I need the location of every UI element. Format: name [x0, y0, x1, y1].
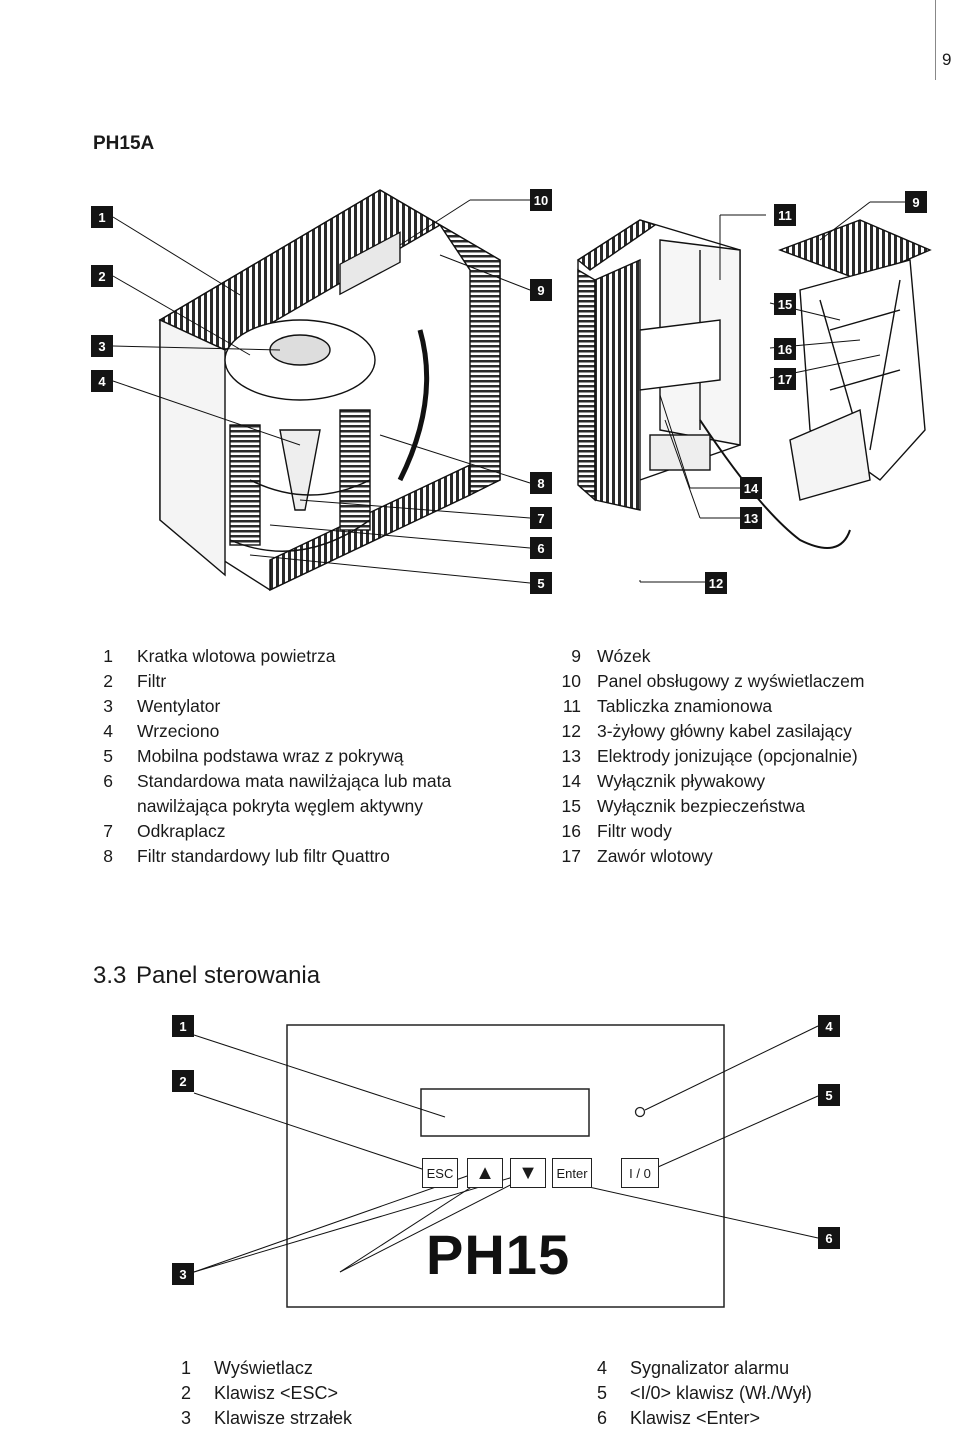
legend-item: 5<I/0> klawisz (Wł./Wył): [597, 1383, 812, 1403]
callout-5: 5: [530, 572, 552, 594]
page-number: 9: [942, 50, 952, 69]
callout-14: 14: [740, 477, 762, 499]
callout-3: 3: [91, 335, 113, 357]
callout-4: 4: [91, 370, 113, 392]
callout-7: 7: [530, 507, 552, 529]
panel-callout-1: 1: [172, 1015, 194, 1037]
section-title: Panel sterowania: [136, 962, 321, 989]
panel-callout-2: 2: [172, 1070, 194, 1092]
callout-9-left: 9: [530, 279, 552, 301]
model-heading: PH15A: [93, 133, 155, 154]
humidifier-side-view: [576, 219, 932, 549]
panel-logo: PH15: [426, 1223, 571, 1286]
panel-callout-6: 6: [818, 1227, 840, 1249]
callout-11: 11: [774, 204, 796, 226]
callout-10: 10: [530, 189, 552, 211]
section-number: 3.3: [93, 962, 127, 989]
callout-8: 8: [530, 472, 552, 494]
page-divider: [935, 0, 936, 80]
panel-callout-4: 4: [818, 1015, 840, 1037]
callout-15: 15: [774, 293, 796, 315]
humidifier-open-view: [158, 189, 501, 592]
callout-16: 16: [774, 338, 796, 360]
enter-key[interactable]: Enter: [552, 1158, 592, 1188]
callout-17: 17: [774, 368, 796, 390]
section-heading: 3.3 Panel sterowania: [93, 962, 320, 990]
esc-key[interactable]: ESC: [422, 1158, 458, 1188]
callout-6: 6: [530, 537, 552, 559]
callout-9-right: 9: [905, 191, 927, 213]
callout-2: 2: [91, 265, 113, 287]
legend-item-continuation: nawilżająca pokryta węglem aktywny: [137, 796, 423, 816]
callout-1: 1: [91, 206, 113, 228]
panel-callout-5: 5: [818, 1084, 840, 1106]
arrow-down-key[interactable]: ▼: [510, 1158, 546, 1188]
arrow-up-key[interactable]: ▲: [467, 1158, 503, 1188]
callout-13: 13: [740, 507, 762, 529]
callout-12: 12: [705, 572, 727, 594]
power-key[interactable]: I / 0: [621, 1158, 659, 1188]
device-illustration: [112, 189, 932, 592]
display-window: [420, 1088, 590, 1137]
alarm-indicator: [634, 1106, 646, 1118]
panel-callout-3: 3: [172, 1263, 194, 1285]
